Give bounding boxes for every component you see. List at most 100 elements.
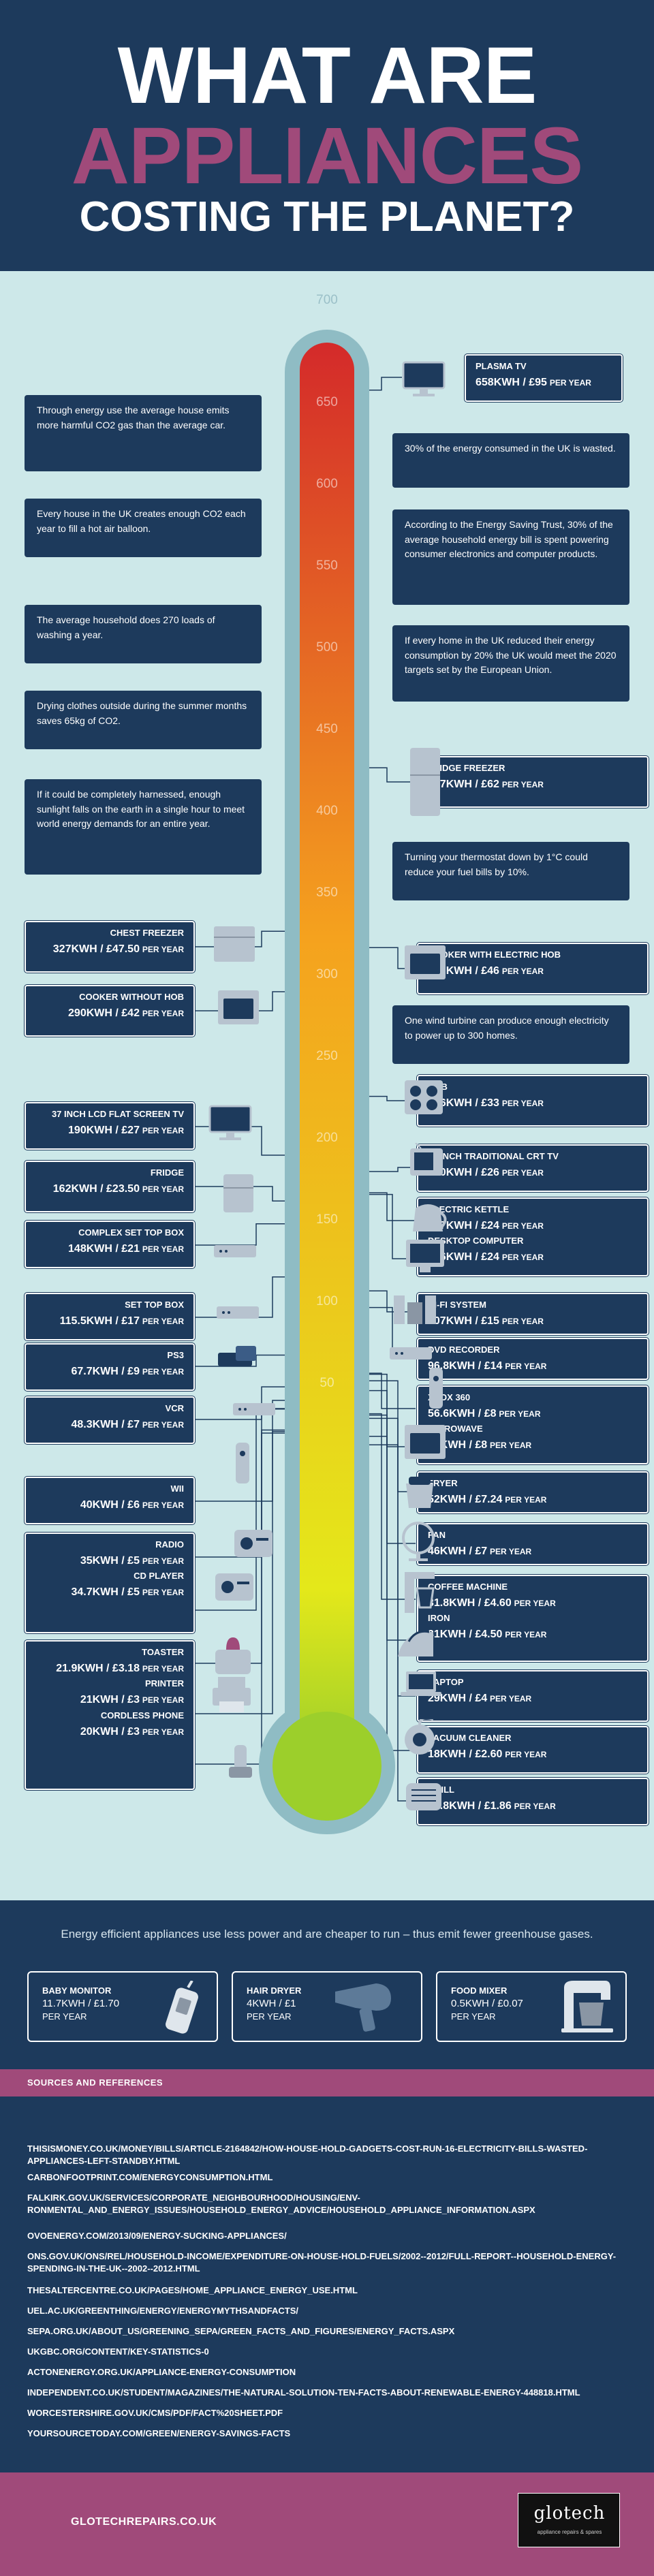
source-link[interactable]: UEL.AC.UK/GREENTHING/ENERGY/ENERGYMYTHSA… (27, 2306, 298, 2316)
per-year-label: PER YEAR (142, 1244, 184, 1254)
fan-icon (402, 1522, 435, 1561)
appliance-box: FRIDGE 162KWH / £23.50 PER YEAR (24, 1160, 196, 1213)
tick-label: 450 (316, 722, 338, 736)
set-top-box-name: SET TOP BOX (125, 1300, 184, 1310)
appliance-box: VACUUM CLEANER 18KWH / £2.60 PER YEAR (416, 1725, 649, 1774)
per-year-label: PER YEAR (142, 1366, 184, 1377)
title-line-3: COSTING THE PLANET? (79, 193, 575, 240)
source-link[interactable]: OVOENERGY.COM/2013/09/ENERGY-SUCKING-APP… (27, 2231, 287, 2241)
fan-value: 46KWH / £7 (428, 1545, 488, 1557)
source-link[interactable]: INDEPENDENT.CO.UK/STUDENT/MAGAZINES/THE-… (27, 2387, 580, 2398)
vacuum-cleaner-value-row: 18KWH / £2.60 PER YEAR (428, 1746, 638, 1763)
cordless-phone-name: CORDLESS PHONE (100, 1710, 184, 1721)
fact-box: If it could be completely harnessed, eno… (25, 779, 262, 875)
fridge-freezer-icon (410, 748, 440, 816)
per-year-label: PER YEAR (549, 377, 591, 388)
coffee-machine-icon (405, 1572, 435, 1613)
plasma-tv-value-row: 658KWH / £95 PER YEAR (476, 374, 612, 392)
source-link[interactable]: ONS.GOV.UK/ONS/REL/HOUSEHOLD-INCOME/EXPE… (27, 2251, 617, 2274)
footer: GLOTECHREPAIRS.CO.UK glotech appliance r… (0, 2472, 654, 2576)
hob-icon (405, 1080, 443, 1114)
per-year-label: PER YEAR (142, 1588, 184, 1598)
chest-freezer-icon (214, 926, 255, 962)
per-year-label: PER YEAR (514, 1598, 556, 1608)
laptop-name: LAPTOP (428, 1677, 464, 1687)
fan-name: FAN (428, 1530, 446, 1540)
set-top-box-value-row: 115.5KWH / £17 PER YEAR (35, 1313, 184, 1330)
iron-name: IRON (428, 1613, 450, 1624)
sources-list: THISISMONEY.CO.UK/MONEY/BILLS/ARTICLE-21… (0, 2096, 654, 2472)
hair-dryer-icon (335, 1983, 391, 2032)
per-year-label: PER YEAR (490, 1693, 532, 1703)
source-link[interactable]: ACTONENERGY.ORG.UK/APPLIANCE-ENERGY-CONS… (27, 2367, 296, 2377)
source-link[interactable]: THESALTERCENTRE.CO.UK/PAGES/HOME_APPLIAN… (27, 2285, 358, 2295)
iron-value: 31KWH / £4.50 (428, 1629, 503, 1641)
source-link[interactable]: WORCESTERSHIRE.GOV.UK/CMS/PDF/FACT%20SHE… (27, 2408, 283, 2418)
appliance-box: SET TOP BOX 115.5KWH / £17 PER YEAR (24, 1292, 196, 1341)
laptop-icon (401, 1671, 441, 1696)
source-link[interactable]: SEPA.ORG.UK/ABOUT_US/GREENING_SEPA/GREEN… (27, 2326, 455, 2336)
bottom-band: Energy efficient appliances use less pow… (0, 1900, 654, 2069)
printer-value-row: 21KWH / £3 PER YEAR (35, 1691, 184, 1709)
fridge-name: FRIDGE (150, 1167, 184, 1178)
thermometer-svg (195, 330, 416, 1834)
fridge-value: 162KWH / £23.50 (52, 1182, 140, 1195)
fridge-icon (223, 1174, 253, 1212)
tick-label: 700 (316, 293, 338, 307)
per-year-label: PER YEAR (501, 966, 544, 976)
website-link[interactable]: GLOTECHREPAIRS.CO.UK (71, 2516, 217, 2528)
grill-icon (406, 1783, 441, 1810)
cooker-with-electric-hob-value: 317KWH / £46 (428, 964, 499, 977)
source-link[interactable]: FALKIRK.GOV.UK/SERVICES/CORPORATE_NEIGHB… (27, 2193, 535, 2215)
per-year-label: PER YEAR (142, 1125, 184, 1135)
vacuum-cleaner-name: VACUUM CLEANER (428, 1733, 512, 1743)
source-link[interactable]: UKGBC.ORG/CONTENT/KEY-STATISTICS-0 (27, 2346, 209, 2357)
fryer-icon (406, 1477, 433, 1508)
per-year-label: PER YEAR (501, 1221, 544, 1231)
appliance-box: GRILL12.8KWH / £1.86 PER YEAR (416, 1777, 649, 1826)
baby-monitor-value: 11.7KWH / £1.70 (42, 1997, 120, 2009)
source-link[interactable]: THISISMONEY.CO.UK/MONEY/BILLS/ARTICLE-21… (27, 2143, 588, 2166)
source-link[interactable]: CARBONFOOTPRINT.COM/ENERGYCONSUMPTION.HT… (27, 2172, 273, 2182)
desktop-computer-value-row: 166KWH / £24 PER YEAR (428, 1248, 638, 1266)
hi-fi-system-name: HI-FI SYSTEM (428, 1300, 486, 1310)
per-year-label: PER YEAR (505, 1361, 547, 1371)
logo-tagline: appliance repairs & spares (537, 2529, 602, 2535)
microwave-value-row: 56KWH / £8 PER YEAR (428, 1436, 638, 1454)
grill-name: GRILL (428, 1783, 638, 1797)
ps3-value-row: 67.7KWH / £9 PER YEAR (35, 1363, 184, 1381)
crt-tv-icon (410, 1143, 443, 1176)
baby-monitor-icon (166, 1981, 198, 2034)
fact-box: If every home in the UK reduced their en… (392, 625, 629, 702)
per-year-label: PER YEAR (501, 1253, 544, 1263)
wii-value: 40KWH / £6 (80, 1498, 140, 1511)
vcr-icon (233, 1403, 275, 1415)
hi-fi-system-value: 107KWH / £15 (428, 1315, 499, 1327)
per-year-label: PER YEAR (142, 1184, 184, 1194)
wii-icon (236, 1443, 249, 1483)
desktop-computer-value: 166KWH / £24 (428, 1251, 499, 1263)
17-inch-traditional-crt-tv-value-row: 180KWH / £26 PER YEAR (428, 1164, 638, 1182)
baby-monitor-per-year: PER YEAR (42, 2011, 87, 2022)
baby-monitor-name: BABY MONITOR (42, 1985, 112, 1996)
cooker-hob-icon (405, 945, 446, 979)
printer-icon (213, 1677, 251, 1712)
per-year-label: PER YEAR (501, 779, 544, 789)
cordless-phone-value: 20KWH / £3 (80, 1725, 140, 1738)
coffee-machine-value: 31.8KWH / £4.60 (428, 1597, 512, 1609)
source-link[interactable]: YOURSOURCETODAY.COM/GREEN/ENERGY-SAVINGS… (27, 2428, 291, 2438)
toaster-icon (215, 1637, 251, 1674)
radio-value: 35KWH / £5 (80, 1554, 140, 1567)
